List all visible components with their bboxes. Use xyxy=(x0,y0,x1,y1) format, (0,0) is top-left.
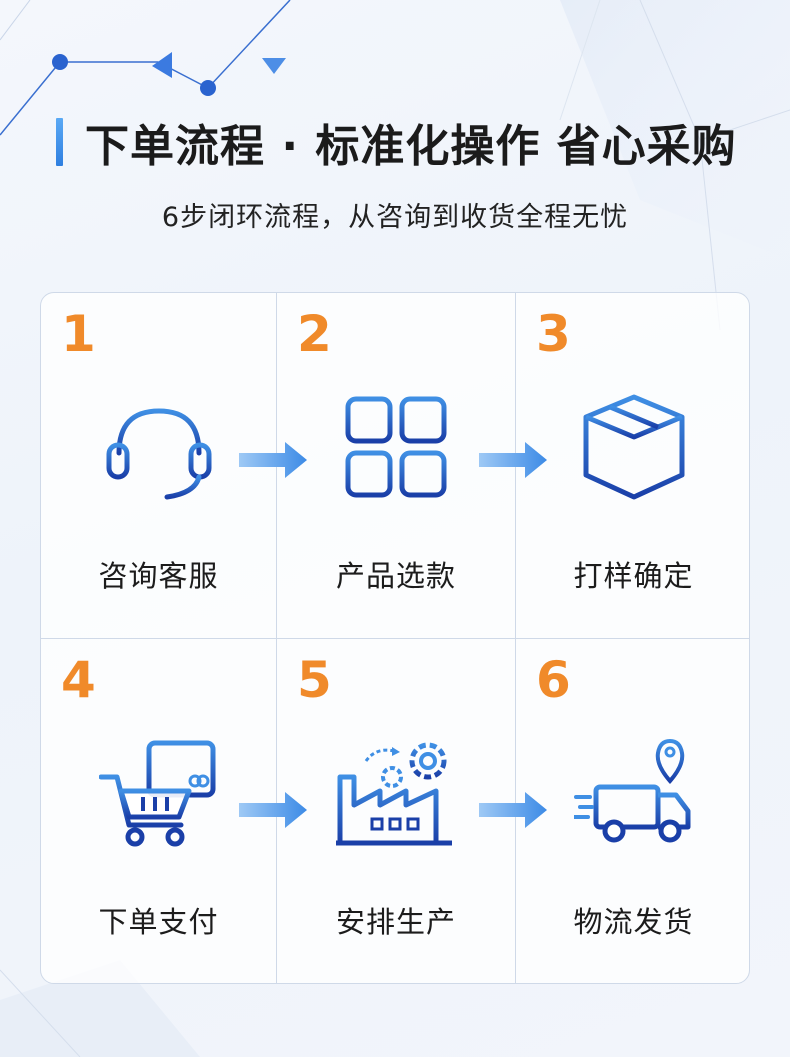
headset-icon xyxy=(99,393,219,503)
process-grid: 1 咨询客服 2 xyxy=(40,292,750,984)
arrow-right-icon xyxy=(479,790,549,830)
step-label: 打样确定 xyxy=(573,559,694,593)
step-card-4: 4 下单支付 xyxy=(41,639,277,983)
step-label: 下单支付 xyxy=(98,905,219,939)
step-number: 2 xyxy=(297,305,332,363)
factory-icon xyxy=(336,739,456,849)
box-icon xyxy=(574,393,694,503)
step-number: 3 xyxy=(536,305,571,363)
step-card-6: 6 物流发货 xyxy=(516,639,749,983)
step-card-1: 1 咨询客服 xyxy=(41,293,277,639)
step-card-2: 2 产品选款 xyxy=(277,293,516,639)
title-row: 下单流程 · 标准化操作 省心采购 xyxy=(56,112,737,172)
cart-card-icon xyxy=(98,739,219,849)
step-card-3: 3 打样确定 xyxy=(516,293,749,639)
title-accent-bar xyxy=(56,118,63,166)
step-label: 产品选款 xyxy=(335,559,456,593)
step-number: 1 xyxy=(61,305,96,363)
step-number: 4 xyxy=(61,651,96,709)
truck-icon xyxy=(571,738,694,849)
step-label: 咨询客服 xyxy=(98,559,219,593)
arrow-right-icon xyxy=(239,440,309,480)
page-subtitle: 6步闭环流程，从咨询到收货全程无忧 xyxy=(161,202,629,233)
grid-icon xyxy=(336,393,456,503)
step-label: 物流发货 xyxy=(573,905,694,939)
page-title: 下单流程 · 标准化操作 省心采购 xyxy=(85,121,737,172)
step-number: 5 xyxy=(297,651,332,709)
arrow-right-icon xyxy=(479,440,549,480)
step-number: 6 xyxy=(536,651,571,709)
step-label: 安排生产 xyxy=(335,905,456,939)
arrow-right-icon xyxy=(239,790,309,830)
